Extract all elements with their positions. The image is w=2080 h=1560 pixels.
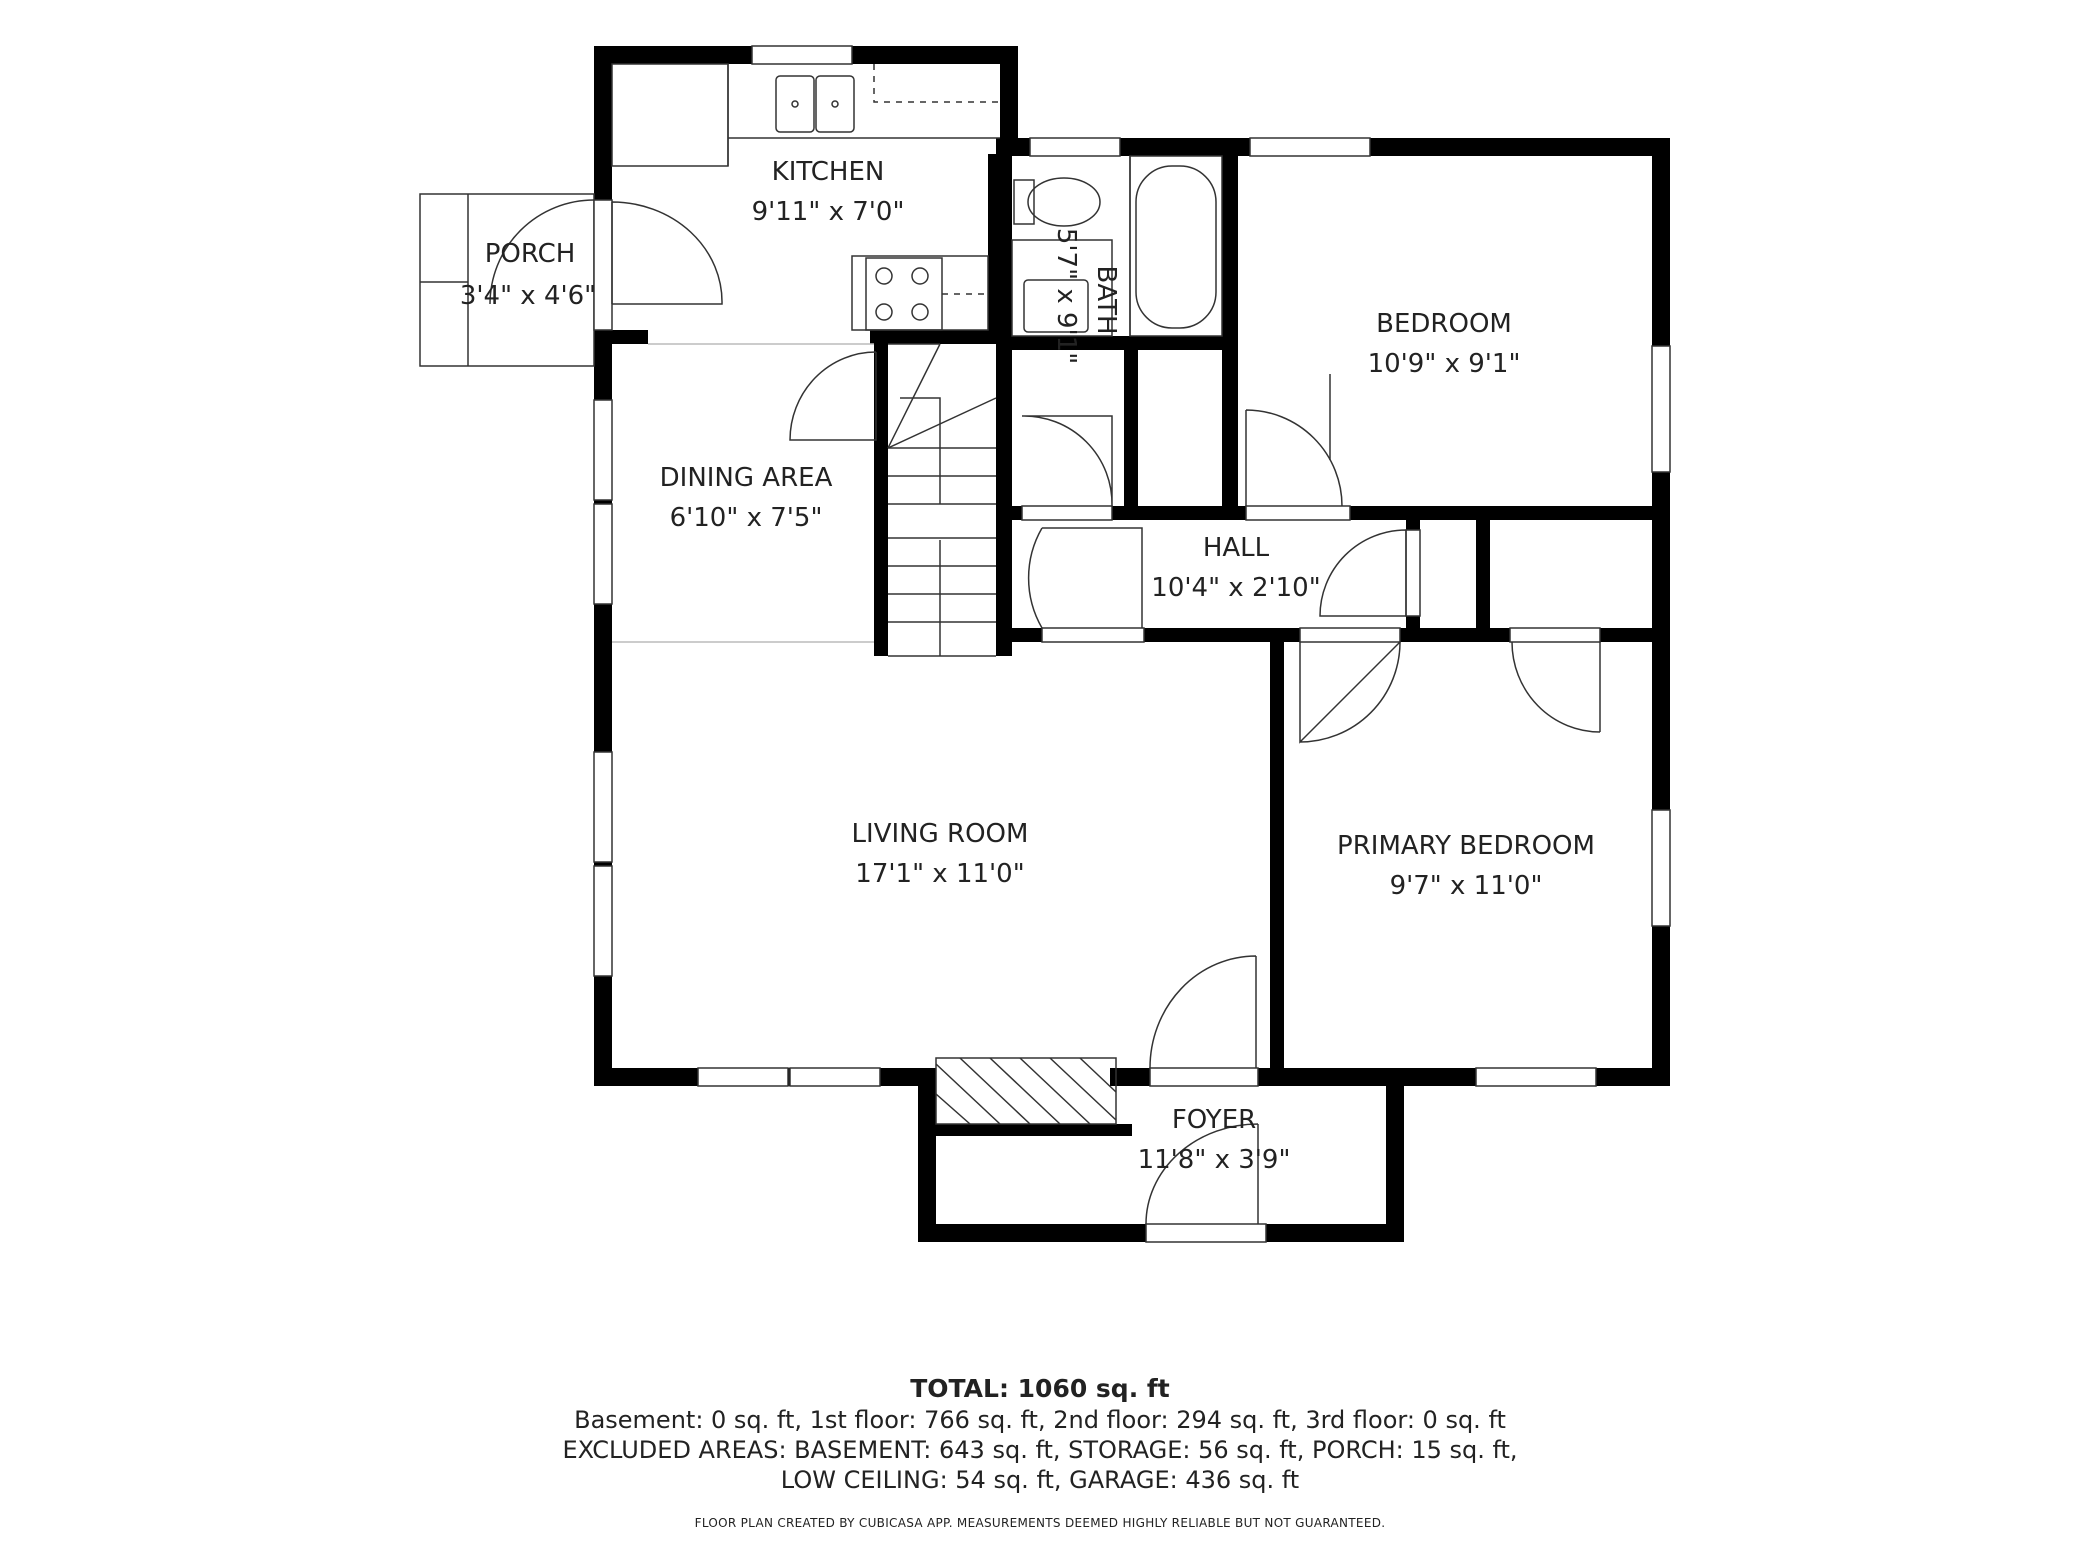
bedroom-door xyxy=(1245,409,1343,507)
stove-top xyxy=(865,257,943,331)
wall xyxy=(1124,336,1138,520)
labels: KITCHEN 9'11" x 7'0" PORCH 3'4" x 4'6" B… xyxy=(460,157,1595,1175)
wall xyxy=(918,1068,936,1242)
porch-outline xyxy=(419,193,595,367)
window xyxy=(593,399,613,501)
bath-sink xyxy=(1023,279,1089,333)
foyer-dim: 11'8" x 3'9" xyxy=(1138,1145,1291,1175)
window xyxy=(1249,137,1371,157)
wall xyxy=(936,1124,1132,1136)
hall-closet-door xyxy=(1319,529,1407,617)
dining-name: DINING AREA xyxy=(660,463,833,493)
primary-dim: 9'7" x 11'0" xyxy=(1390,871,1543,901)
window xyxy=(789,1067,881,1087)
primary-closet-door xyxy=(1511,641,1601,733)
wall xyxy=(1652,138,1670,1086)
fixtures xyxy=(419,63,1223,1125)
wall xyxy=(1476,506,1490,642)
door-opening xyxy=(1145,1223,1267,1243)
sink xyxy=(775,75,815,133)
window xyxy=(593,503,613,605)
doors xyxy=(489,199,1601,1225)
wall xyxy=(874,344,888,656)
burner xyxy=(911,267,929,285)
wall xyxy=(1386,1068,1404,1242)
door-opening xyxy=(1509,627,1601,643)
window xyxy=(1029,137,1121,157)
bedroom-name: BEDROOM xyxy=(1376,309,1512,339)
disclaimer: FLOOR PLAN CREATED BY CUBICASA APP. MEAS… xyxy=(694,1516,1386,1530)
bath-name: BATH xyxy=(1091,265,1121,334)
wall xyxy=(996,138,1012,656)
total-area: TOTAL: 1060 sq. ft xyxy=(910,1374,1170,1403)
floor-areas: Basement: 0 sq. ft, 1st floor: 766 sq. f… xyxy=(574,1406,1506,1434)
vanity xyxy=(1011,239,1113,337)
dining-dim: 6'10" x 7'5" xyxy=(670,503,823,533)
burner xyxy=(875,303,893,321)
burner xyxy=(911,303,929,321)
porch-dim: 3'4" x 4'6" xyxy=(460,281,596,311)
window xyxy=(593,751,613,863)
upper-counter xyxy=(611,63,729,167)
wall xyxy=(1222,138,1238,520)
primary-name: PRIMARY BEDROOM xyxy=(1337,831,1595,861)
dining-door xyxy=(789,351,877,441)
window xyxy=(1651,809,1671,927)
door-opening xyxy=(593,199,613,331)
toilet-tank xyxy=(1013,179,1035,225)
window xyxy=(1651,345,1671,473)
foyer-name: FOYER xyxy=(1172,1105,1256,1135)
sink xyxy=(815,75,855,133)
wall xyxy=(1270,628,1284,1086)
door-opening xyxy=(1299,627,1401,643)
toilet-bowl xyxy=(1027,177,1101,227)
excluded-areas: EXCLUDED AREAS: BASEMENT: 643 sq. ft, ST… xyxy=(562,1436,1518,1464)
porch-swing xyxy=(489,199,595,305)
drain xyxy=(831,100,839,108)
door-opening xyxy=(1021,505,1113,521)
wall xyxy=(612,330,648,344)
dishwasher-outline xyxy=(873,64,1000,103)
wall xyxy=(870,330,1006,344)
bathtub xyxy=(1135,165,1217,329)
foyer-door xyxy=(1149,955,1257,1069)
door-opening xyxy=(1041,627,1145,643)
drain xyxy=(791,100,799,108)
window xyxy=(751,45,853,65)
wall xyxy=(1000,46,1018,154)
excluded-areas-cont: LOW CEILING: 54 sq. ft, GARAGE: 436 sq. … xyxy=(780,1466,1300,1494)
window xyxy=(1475,1067,1597,1087)
door-opening xyxy=(1149,1067,1259,1087)
stove xyxy=(851,255,989,331)
hall-door-left xyxy=(1027,527,1143,629)
bath-dim: 5'7" x 9'1" xyxy=(1051,228,1081,364)
living-name: LIVING ROOM xyxy=(852,819,1029,849)
porch-door xyxy=(611,201,723,305)
fireplace-hatch xyxy=(935,1057,1117,1125)
bath-door xyxy=(1021,415,1113,507)
primary-door-left xyxy=(1299,641,1401,744)
stairs xyxy=(887,343,997,657)
porch-name: PORCH xyxy=(485,239,576,269)
hall-dim: 10'4" x 2'10" xyxy=(1151,573,1320,603)
windows xyxy=(593,45,1671,1243)
window xyxy=(593,865,613,977)
front-door xyxy=(1145,1123,1259,1225)
kitchen-dim: 9'11" x 7'0" xyxy=(752,197,905,227)
living-dim: 17'1" x 11'0" xyxy=(855,859,1024,889)
bath-tub-area xyxy=(1129,155,1223,337)
hall-name: HALL xyxy=(1203,533,1270,563)
burner xyxy=(875,267,893,285)
kitchen-name: KITCHEN xyxy=(772,157,885,187)
door-opening xyxy=(1245,505,1351,521)
door-opening xyxy=(1405,529,1421,617)
window xyxy=(697,1067,789,1087)
bedroom-dim: 10'9" x 9'1" xyxy=(1368,349,1521,379)
